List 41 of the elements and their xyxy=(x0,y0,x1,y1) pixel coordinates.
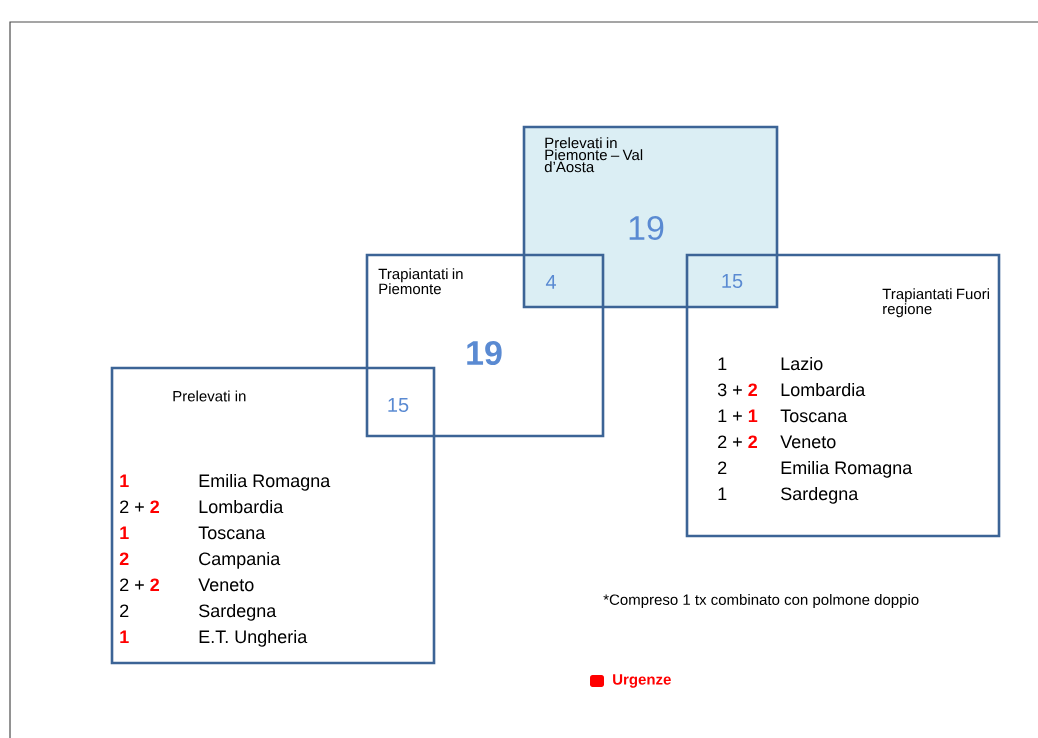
count-number: 1 xyxy=(120,474,129,487)
region-name: Sardegna xyxy=(199,603,277,621)
region-name: Sardegna xyxy=(781,486,859,504)
region-name: Lazio xyxy=(781,356,823,371)
region-box xyxy=(365,253,605,438)
footnote: *Compreso 1 tx combinato con polmone doppio xyxy=(603,594,919,608)
box-heading: Trapiantati Fuori regione xyxy=(882,288,989,318)
count-number: 19 xyxy=(629,215,664,240)
count-number: 1 xyxy=(718,487,727,500)
count-number: 1 xyxy=(120,526,129,539)
legend-label: Urgenze xyxy=(613,674,671,688)
region-name: Campania xyxy=(199,551,281,569)
count-number: 1 + 1 xyxy=(718,409,758,422)
box-heading: Prelevati in Piemonte – Val d’Aosta xyxy=(544,137,643,173)
region-name: Veneto xyxy=(198,578,254,592)
overlap-count: 4 xyxy=(545,275,556,289)
region-name: Lombardia xyxy=(781,382,866,397)
box-heading: Trapiantati in Piemonte xyxy=(378,268,463,295)
box-heading: Prelevati in xyxy=(173,390,246,402)
region-name: Lombardia xyxy=(199,499,284,514)
region-name: Emilia Romagna xyxy=(781,460,913,478)
count-number: 3 + 2 xyxy=(717,383,757,397)
count-number: 2 + 2 xyxy=(718,435,757,448)
count-number: 2 + 2 xyxy=(120,578,159,591)
count-number: 2 + 2 xyxy=(120,500,159,513)
count-number: 2 xyxy=(120,604,129,617)
count-number: 1 xyxy=(120,630,129,643)
region-box xyxy=(522,125,779,309)
region-name: Toscana xyxy=(198,526,266,540)
region-box xyxy=(110,366,436,665)
count-number: 19 xyxy=(467,340,502,365)
overlap-count: 15 xyxy=(722,274,743,288)
count-number: 1 xyxy=(718,357,727,370)
region-name: Toscana xyxy=(780,409,848,423)
count-number: 2 xyxy=(119,552,129,565)
region-name: Emilia Romagna xyxy=(199,473,331,491)
count-number: 2 xyxy=(718,461,727,474)
region-box xyxy=(685,253,1001,538)
region-name: Veneto xyxy=(780,435,836,449)
overlap-count: 15 xyxy=(388,398,409,412)
region-name: E.T. Ungheria xyxy=(199,629,308,647)
